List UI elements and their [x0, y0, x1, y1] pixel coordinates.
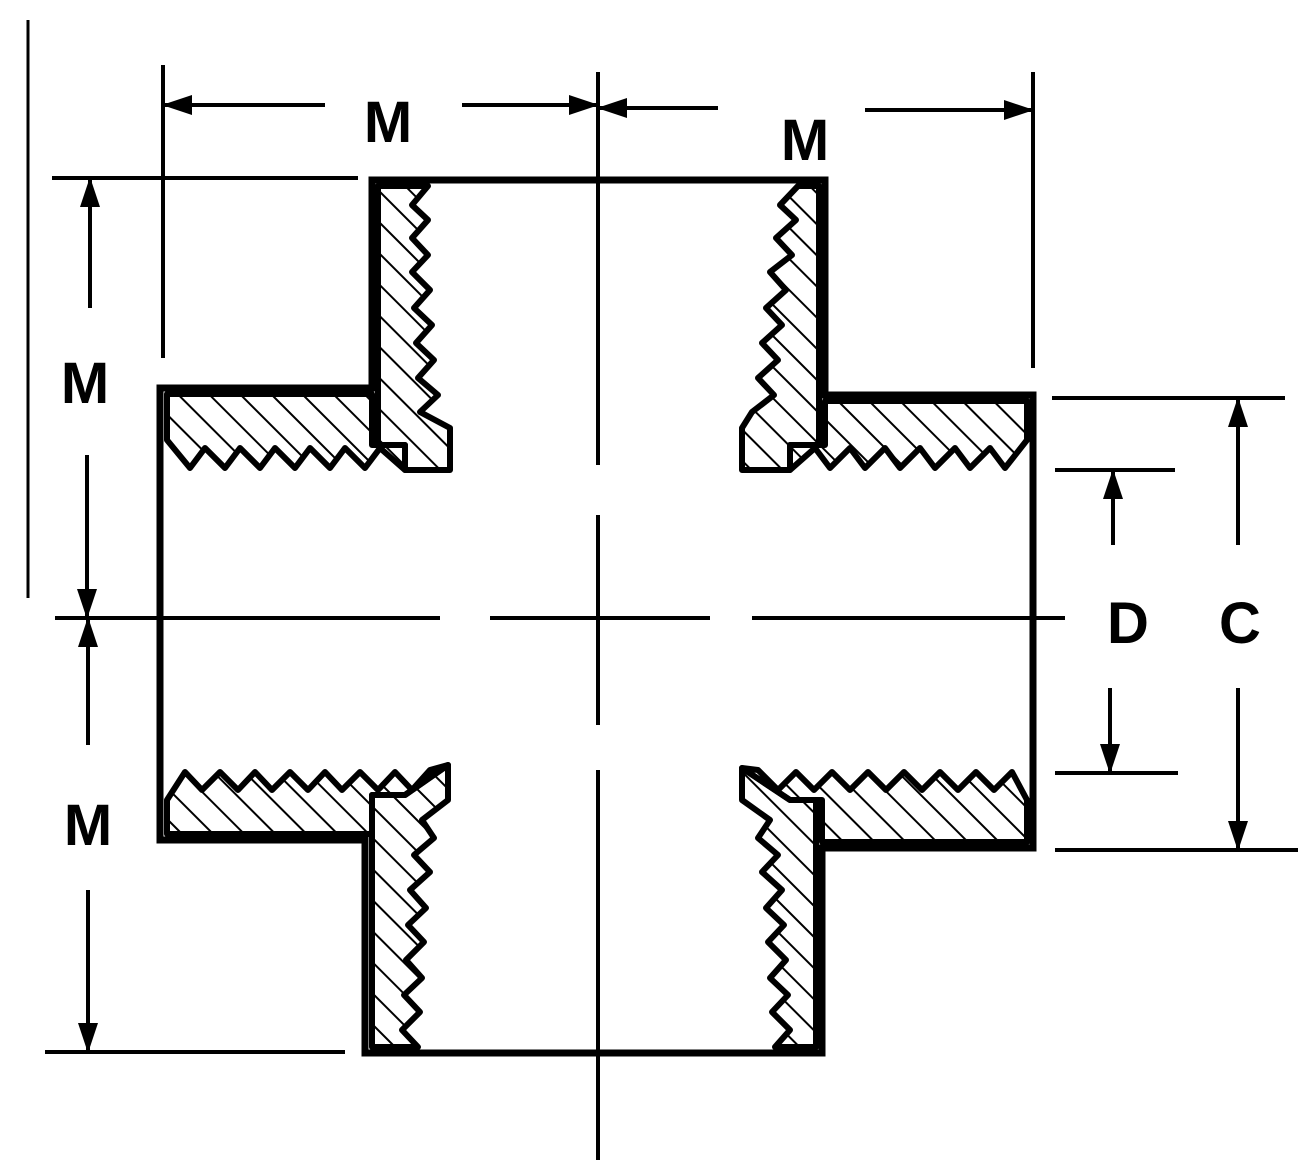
- label-m-left-lower: M: [64, 793, 112, 858]
- label-m-left-upper: M: [61, 351, 109, 416]
- dimension-lines: [77, 95, 1248, 1053]
- thread-wall-top-right: [739, 183, 822, 473]
- label-m-top-left: M: [364, 90, 412, 155]
- thread-wall-left-top: [164, 391, 408, 473]
- label-d: D: [1107, 591, 1149, 656]
- label-c: C: [1219, 591, 1261, 656]
- label-m-top-right: M: [781, 108, 829, 173]
- thread-wall-bottom-left: [369, 762, 451, 1050]
- thread-wall-right-top: [787, 398, 1030, 473]
- thread-wall-top-left: [375, 183, 453, 473]
- thread-wall-bottom-right: [739, 765, 819, 1050]
